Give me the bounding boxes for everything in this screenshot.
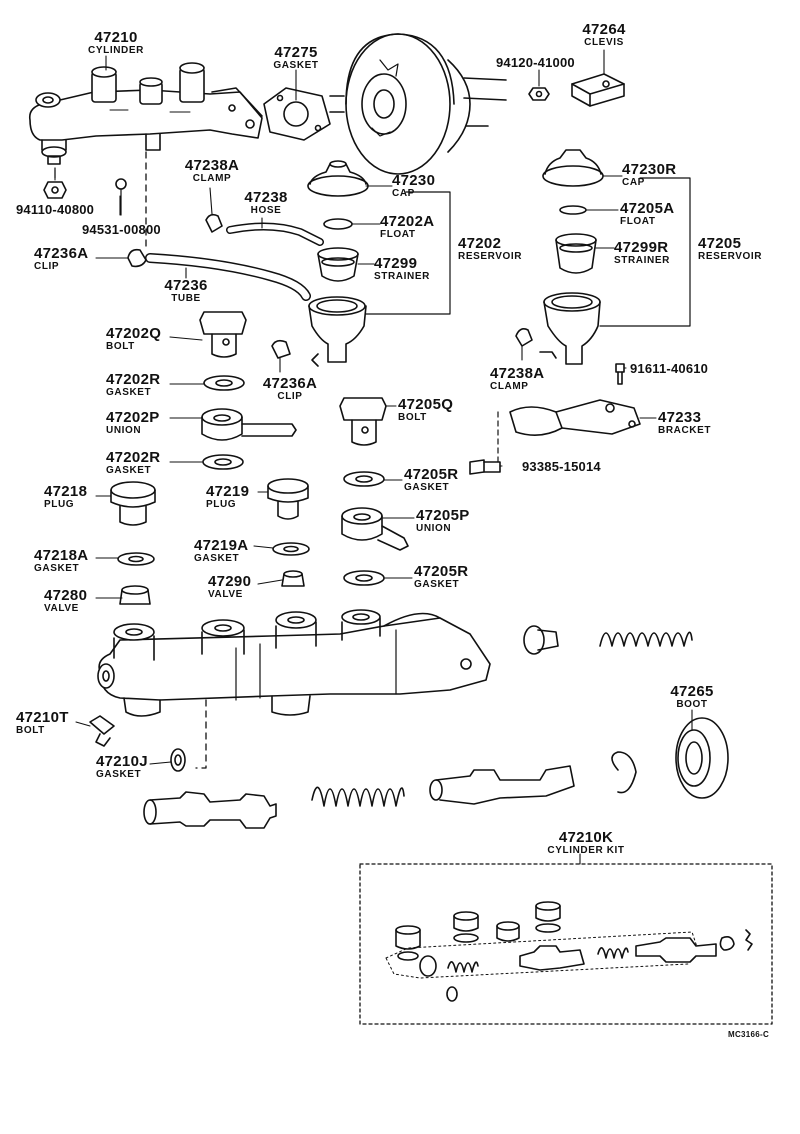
- gasket-47205R-a: [343, 471, 385, 487]
- boot-47265: [675, 717, 729, 799]
- union-47202P: [201, 408, 297, 441]
- reservoir-body-47202: [308, 296, 367, 367]
- leader-dashed-bottom: [195, 699, 207, 769]
- strainer-47299: [317, 247, 359, 282]
- gasket-47218A: [117, 552, 155, 566]
- label-94110-40800: 94110-40800: [16, 202, 95, 217]
- bolt-47210T: [89, 715, 115, 747]
- stop-pin: [523, 625, 559, 655]
- nut-94120: [528, 87, 550, 101]
- label-94531-00800: 94531-00800: [82, 222, 161, 237]
- gasket-47210J: [170, 748, 186, 772]
- spring-right: [599, 631, 693, 647]
- valve-47290: [281, 570, 305, 587]
- plug-47218: [110, 481, 156, 526]
- nut-94110: [43, 181, 67, 199]
- clamp-47238A-mid: [515, 328, 533, 347]
- valve-47280: [119, 585, 151, 605]
- strainer-47299R: [555, 233, 597, 274]
- clip-47236A-mid: [271, 339, 291, 359]
- clevis-47264: [571, 73, 625, 107]
- gasket-47202R-a: [203, 375, 245, 391]
- kit-contents: [385, 901, 753, 1002]
- bolt-93385: [469, 459, 501, 475]
- snap-ring: [611, 751, 637, 794]
- bracket-47202: [365, 191, 451, 315]
- piston-secondary: [143, 791, 277, 829]
- master-cylinder-top: [28, 62, 263, 165]
- clamp-47238A-top: [205, 213, 223, 233]
- washer-94531: [115, 178, 127, 216]
- bolt-47202Q: [199, 311, 247, 358]
- label-94120-41000: 94120-41000: [496, 55, 575, 70]
- gasket-47202R-b: [202, 454, 244, 470]
- plug-47219: [267, 478, 309, 520]
- reservoir-body-47205: [539, 292, 601, 365]
- gasket-47219A: [272, 542, 310, 556]
- piston-primary: [429, 765, 575, 805]
- brake-booster: [329, 33, 507, 175]
- leader-lines: [54, 49, 693, 865]
- float-47202A: [323, 218, 353, 230]
- screw-91611: [615, 363, 625, 385]
- kit-boundary: [359, 863, 773, 1025]
- gasket-47275: [263, 87, 331, 141]
- clip-47236A-top: [127, 248, 147, 268]
- bracket-47233: [497, 399, 641, 463]
- float-47205A: [559, 205, 587, 215]
- cap-47230: [307, 160, 369, 197]
- label-91611-40610: 91611-40610: [630, 361, 709, 376]
- diagram-code: MC3166-C: [728, 1030, 770, 1039]
- label-93385-15014: 93385-15014: [522, 459, 601, 474]
- spring-middle: [311, 786, 405, 807]
- bolt-47205Q: [339, 397, 387, 446]
- master-cylinder-main: [97, 609, 491, 717]
- cap-47230R: [542, 149, 604, 187]
- union-47205P: [341, 507, 409, 551]
- gasket-47205R-b: [343, 570, 385, 586]
- bracket-47205: [599, 177, 691, 327]
